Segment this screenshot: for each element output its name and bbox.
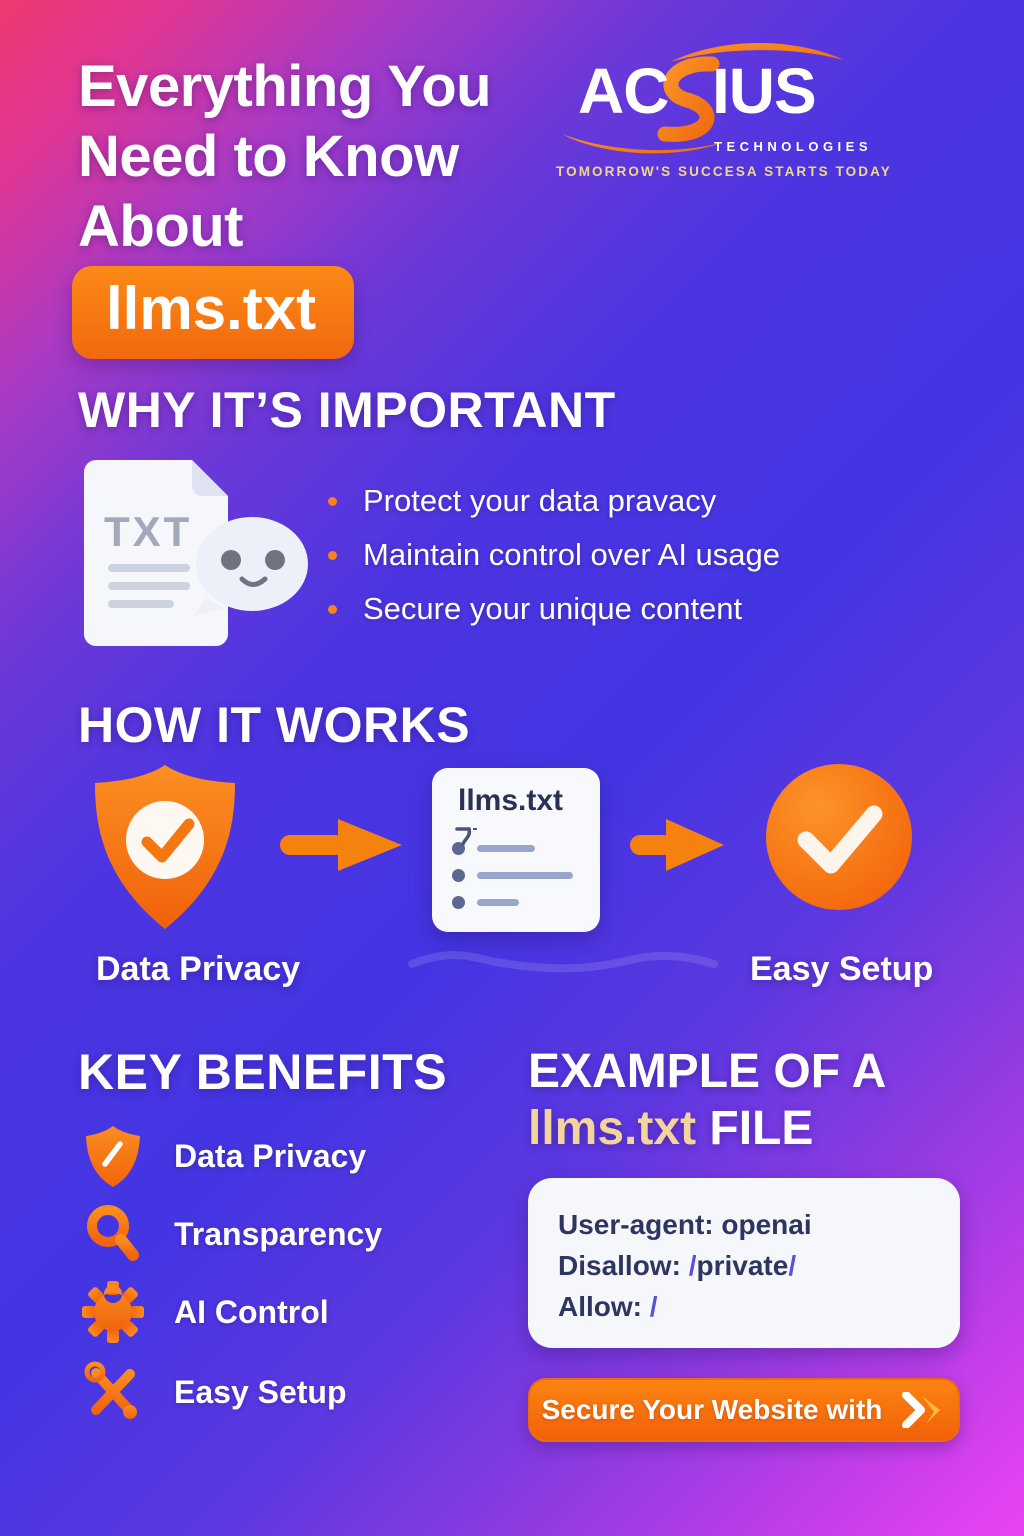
example-heading-suffix: FILE bbox=[709, 1102, 814, 1155]
chevron-right-icon bbox=[902, 1392, 941, 1428]
code-line-allow: Allow: / bbox=[558, 1291, 658, 1322]
example-heading-line1: EXAMPLE OF A bbox=[528, 1045, 887, 1098]
acsius-logo: AC IUS TECHNOLOGIES TOMORROW'S SUCCESA S… bbox=[552, 40, 890, 190]
benefit-label: Data Privacy bbox=[174, 1137, 367, 1174]
checklist-row bbox=[452, 842, 586, 855]
benefit-item: Data Privacy bbox=[82, 1124, 366, 1188]
llms-file-card: llms.txt bbox=[432, 768, 600, 932]
how-heading: HOW IT WORKS bbox=[78, 697, 471, 753]
page-title: Everything You Need to Know About bbox=[78, 54, 492, 259]
why-bullet-text: Secure your unique content bbox=[363, 591, 743, 626]
cta-label: Secure Your Website with bbox=[541, 1394, 883, 1425]
gear-icon bbox=[82, 1281, 144, 1343]
logo-swoosh-icon bbox=[562, 43, 844, 154]
why-bullet-text: Protect your data pravacy bbox=[363, 483, 717, 518]
txt-file-label: TXT bbox=[104, 508, 192, 555]
example-heading: EXAMPLE OF A llms.txt FILE bbox=[528, 1043, 886, 1157]
llms-txt-badge-label: llms.txt bbox=[106, 275, 317, 342]
why-bullet-text: Maintain control over AI usage bbox=[363, 537, 781, 572]
checklist-line bbox=[477, 899, 519, 906]
bullet-dot-icon bbox=[328, 550, 337, 560]
example-heading-line2: llms.txt FILE bbox=[528, 1100, 886, 1157]
arrow-right-icon bbox=[280, 819, 402, 871]
benefit-item: Transparency bbox=[82, 1202, 382, 1266]
list-item: Maintain control over AI usage bbox=[328, 528, 780, 582]
benefits-heading: KEY BENEFITS bbox=[78, 1044, 448, 1100]
code-line-disallow: Disallow: /private/ bbox=[558, 1250, 797, 1281]
shield-check-icon bbox=[95, 765, 235, 929]
magnifier-icon bbox=[87, 1205, 139, 1261]
checklist-bullet-icon bbox=[452, 842, 465, 855]
checklist-line bbox=[477, 872, 573, 879]
logo-tagline: TOMORROW'S SUCCESA STARTS TODAY bbox=[556, 164, 892, 179]
shield-icon bbox=[86, 1126, 140, 1187]
bullet-dot-icon bbox=[328, 496, 337, 506]
checklist-line bbox=[477, 845, 535, 852]
list-item: Secure your unique content bbox=[328, 582, 780, 636]
why-heading: WHY IT’S IMPORTANT bbox=[78, 382, 616, 438]
checklist-bullet-icon bbox=[452, 896, 465, 909]
tools-icon bbox=[84, 1361, 137, 1419]
logo-brand-ac: AC bbox=[578, 55, 669, 127]
secure-website-button[interactable]: Secure Your Website with bbox=[528, 1378, 960, 1442]
llms-card-title: llms.txt bbox=[458, 784, 564, 817]
txt-file-icon: TXT bbox=[84, 460, 308, 646]
checklist-bullet-icon bbox=[452, 869, 465, 882]
benefit-item: AI Control bbox=[82, 1280, 329, 1344]
flow-label-data-privacy: Data Privacy bbox=[96, 950, 301, 988]
decorative-wave bbox=[408, 951, 718, 973]
code-line-user-agent: User-agent: openai bbox=[558, 1209, 812, 1240]
code-example-card: User-agent: openai Disallow: /private/ A… bbox=[528, 1178, 960, 1348]
chat-bubble-icon bbox=[194, 517, 308, 616]
benefit-item: Easy Setup bbox=[82, 1360, 347, 1424]
arrow-right-icon bbox=[630, 819, 724, 871]
checklist-row bbox=[452, 869, 586, 882]
benefit-label: Easy Setup bbox=[174, 1373, 347, 1410]
llms-txt-badge: llms.txt bbox=[72, 266, 355, 359]
flow-label-easy-setup: Easy Setup bbox=[750, 950, 934, 988]
example-heading-filename: llms.txt bbox=[528, 1102, 697, 1155]
list-item: Protect your data pravacy bbox=[328, 474, 780, 528]
logo-brand-ius: IUS bbox=[712, 55, 817, 127]
circle-check-icon bbox=[766, 764, 912, 910]
benefit-label: AI Control bbox=[174, 1293, 329, 1330]
checklist-row bbox=[452, 896, 586, 909]
bullet-dot-icon bbox=[328, 604, 337, 614]
checklist-hook-icon bbox=[455, 827, 477, 846]
logo-subtitle: TECHNOLOGIES bbox=[714, 139, 873, 154]
why-bullet-list: Protect your data pravacy Maintain contr… bbox=[328, 474, 780, 636]
benefit-label: Transparency bbox=[174, 1215, 383, 1252]
